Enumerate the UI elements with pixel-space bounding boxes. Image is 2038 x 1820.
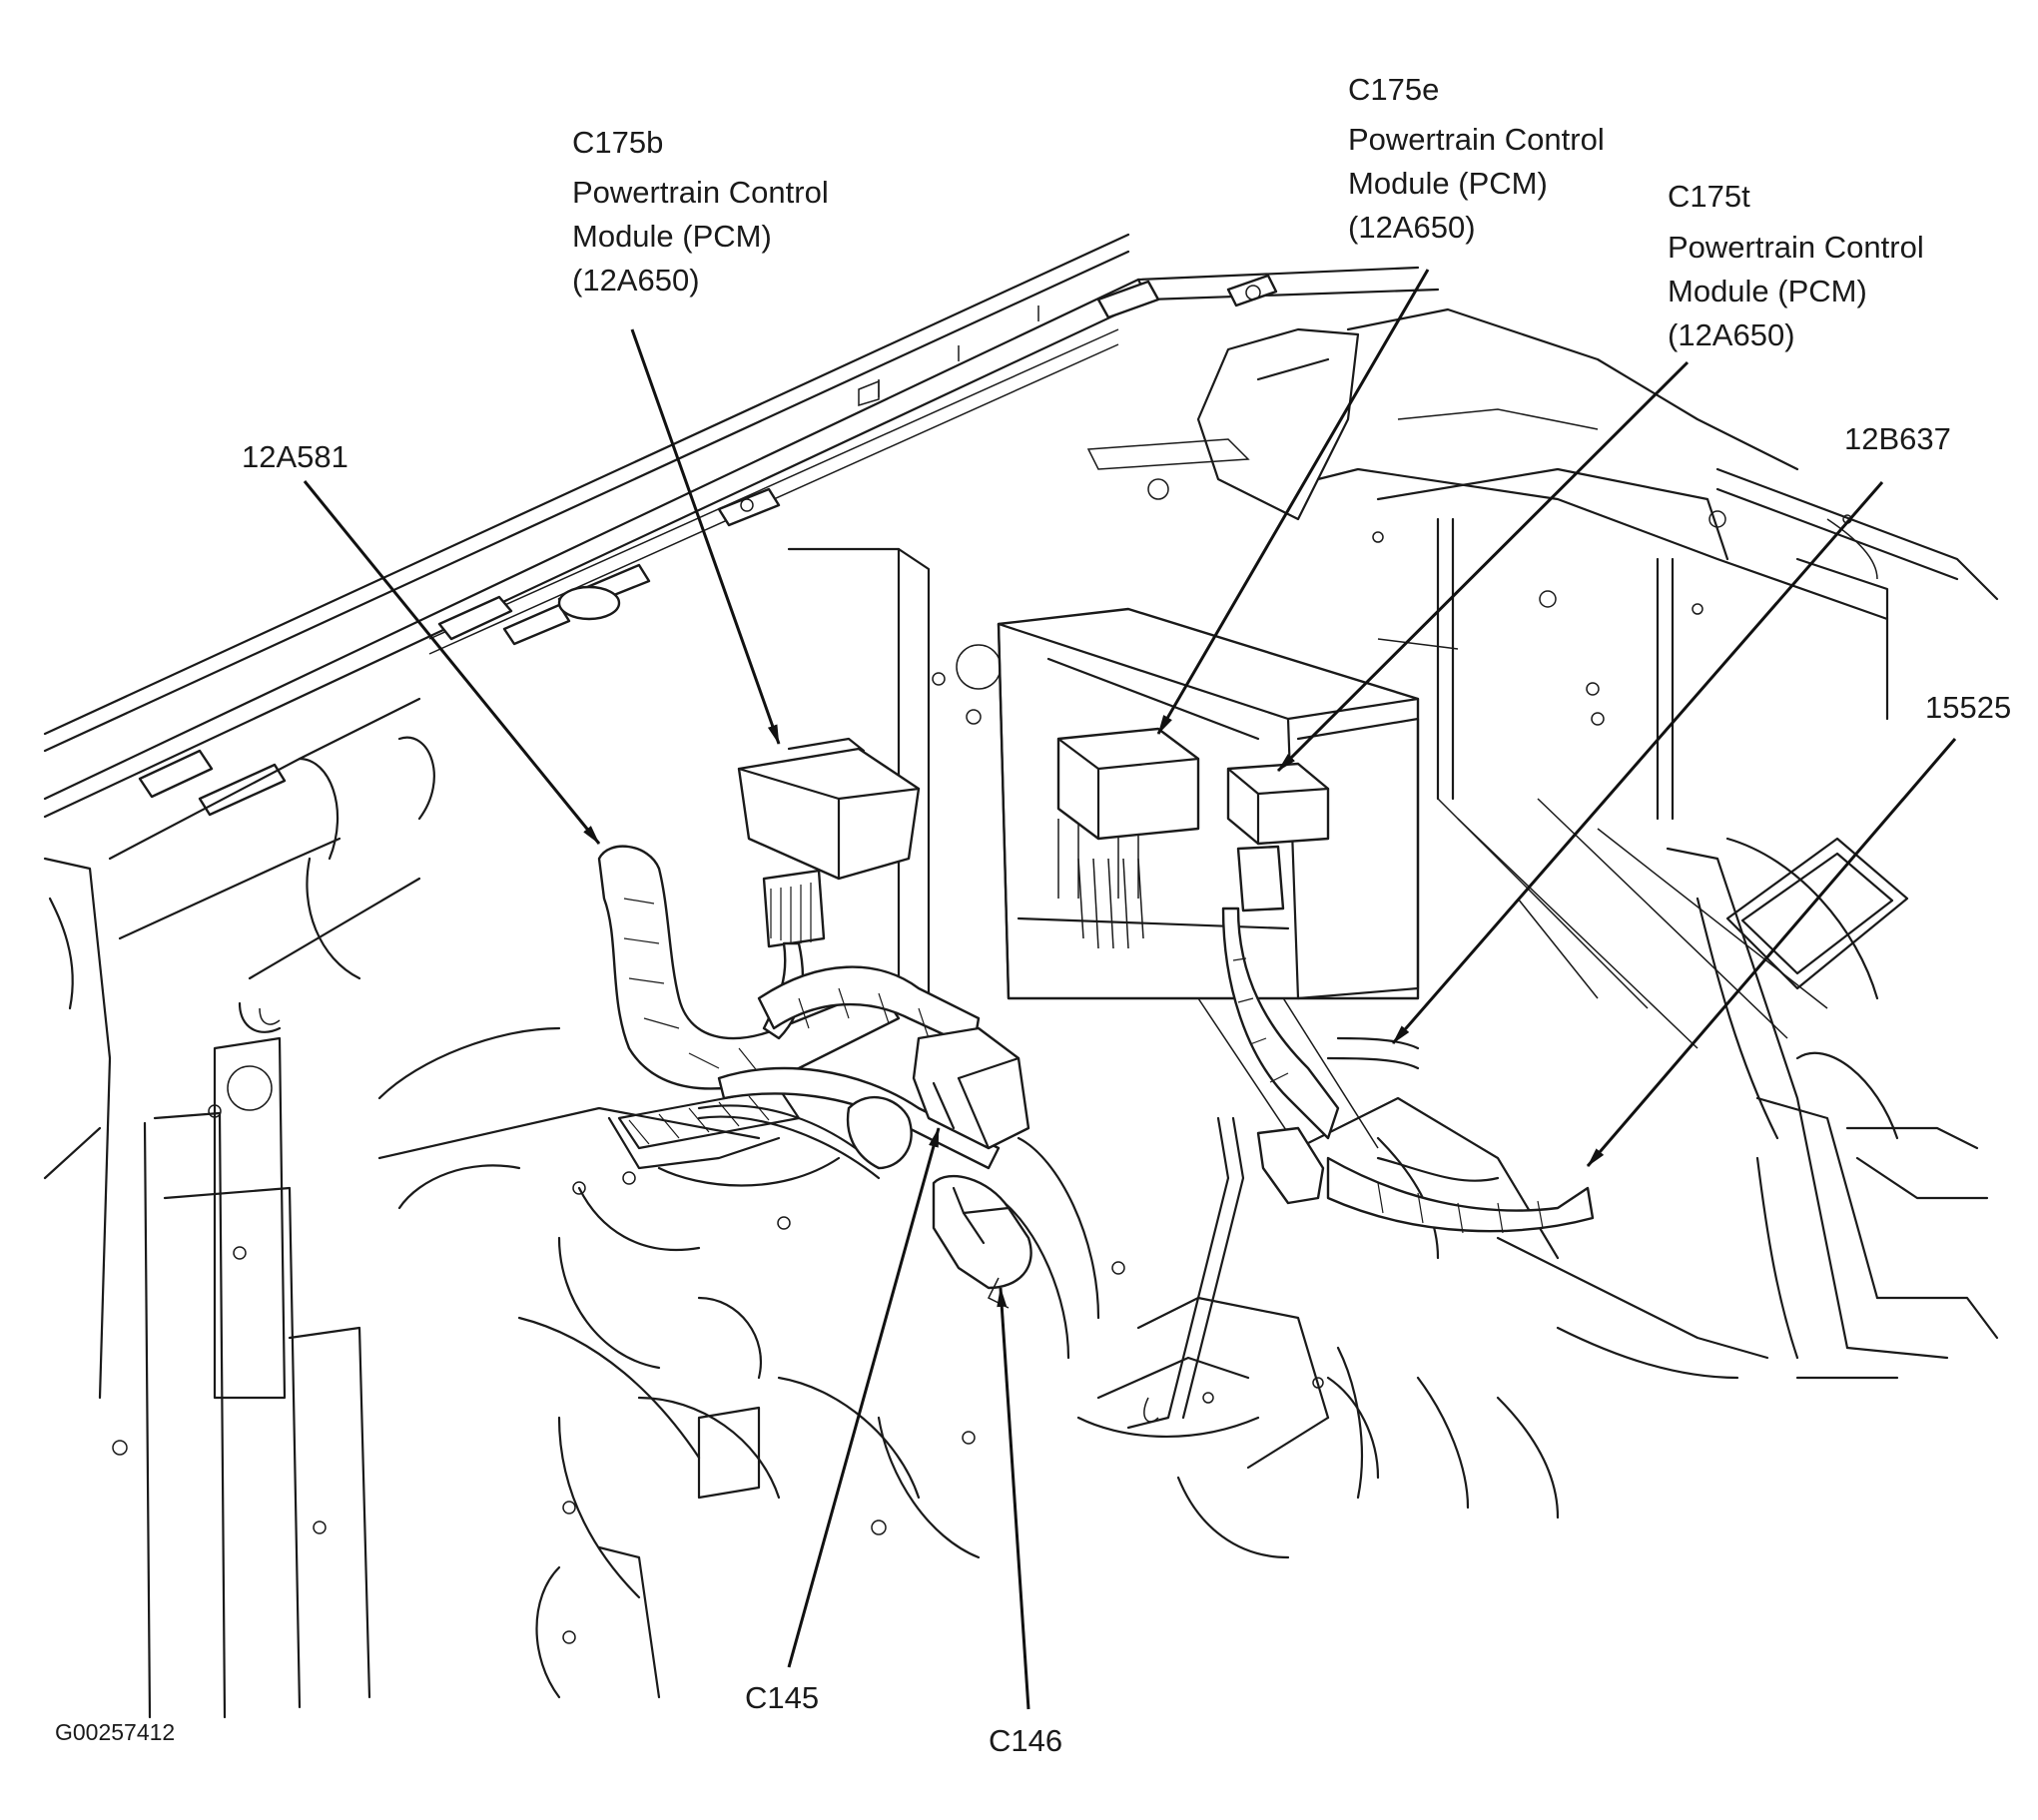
- connector-12b637: [1221, 907, 1420, 1205]
- callout-c175t: C175t Powertrain Control Module (PCM) (1…: [1668, 179, 1924, 352]
- callout-c175t-id: C175t: [1668, 179, 1750, 214]
- callout-c175e-id: C175e: [1348, 72, 1439, 107]
- harness-15525: [1326, 1156, 1595, 1234]
- callout-c175e: C175e Powertrain Control Module (PCM) (1…: [1348, 72, 1605, 245]
- callout-c175t-line2: Module (PCM): [1668, 274, 1867, 308]
- connector-c146: [932, 1174, 1032, 1309]
- callout-12a581: 12A581: [242, 439, 348, 474]
- callout-c175b-line2: Module (PCM): [572, 219, 772, 254]
- figure-id: G00257412: [55, 1719, 175, 1745]
- pcm-connector-c175t: [1226, 762, 1330, 912]
- callout-c175t-line1: Powertrain Control: [1668, 230, 1924, 265]
- callout-c175e-line2: Module (PCM): [1348, 166, 1548, 201]
- leader-c175t: [1276, 360, 1690, 773]
- engine-bay-drawing: [43, 233, 1999, 1719]
- leader-c145: [787, 1127, 941, 1668]
- callout-c175b: C175b Powertrain Control Module (PCM) (1…: [572, 125, 829, 298]
- callout-c175e-line3: (12A650): [1348, 210, 1476, 245]
- callout-leaders: [303, 269, 1957, 1710]
- leader-c175b: [630, 328, 781, 745]
- connector-c145: [912, 1026, 1030, 1150]
- pcm-connector-c175e: [1056, 727, 1200, 949]
- leader-c146: [997, 1287, 1030, 1710]
- leader-12a581: [303, 480, 601, 845]
- callout-c145: C145: [745, 1680, 819, 1715]
- callout-c146: C146: [989, 1723, 1062, 1758]
- pcm-connector-c175b: [737, 737, 921, 948]
- callout-c175b-line3: (12A650): [572, 263, 700, 298]
- powertrain-control-module: [997, 607, 1420, 1000]
- callout-c175e-line1: Powertrain Control: [1348, 122, 1605, 157]
- callout-15525: 15525: [1925, 690, 2011, 725]
- leader-c175e: [1156, 269, 1430, 735]
- callout-c175b-id: C175b: [572, 125, 663, 160]
- leader-12b637: [1391, 481, 1884, 1044]
- callout-c175b-line1: Powertrain Control: [572, 175, 829, 210]
- leader-15525: [1586, 738, 1957, 1167]
- callout-12b637: 12B637: [1844, 421, 1951, 456]
- callout-c175t-line3: (12A650): [1668, 317, 1795, 352]
